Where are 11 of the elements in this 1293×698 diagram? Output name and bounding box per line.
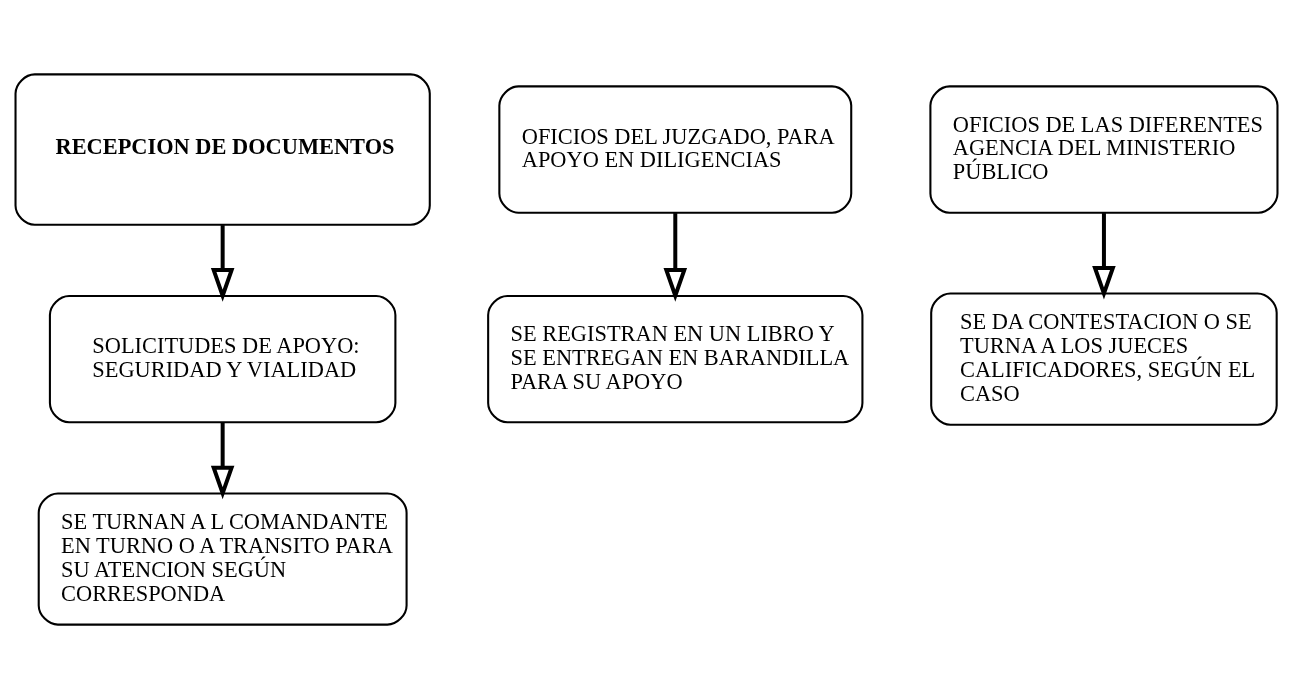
- node-box: OFICIOS DE LAS DIFERENTES AGENCIA DEL MINISTERIO PÚBLICO: [929, 84, 1279, 214]
- node-box: SE DA CONTESTACION O SE TURNA A LOS JUECES CALIFICADORES, SEGÚN EL CASO: [930, 291, 1278, 426]
- node-box: OFICIOS DEL JUZGADO, PARA APOYO EN DILIGENCIAS: [498, 84, 853, 214]
- arrow: [1092, 212, 1116, 300]
- node-box: SE TURNAN A L COMANDANTE EN TURNO O A TRANSITO PARA SU ATENCION SEGÚN CORRESPONDA: [37, 491, 408, 626]
- node-box: RECEPCION DE DOCUMENTOS: [14, 72, 431, 226]
- arrow: [210, 421, 235, 499]
- node-box: SOLICITUDES DE APOYO: SEGURIDAD Y VIALIDAD: [48, 294, 397, 423]
- arrow: [210, 224, 235, 302]
- node-box: SE REGISTRAN EN UN LIBRO Y SE ENTREGAN EN BARANDILLA PARA SU APOYO: [487, 294, 864, 423]
- arrow: [663, 212, 688, 302]
